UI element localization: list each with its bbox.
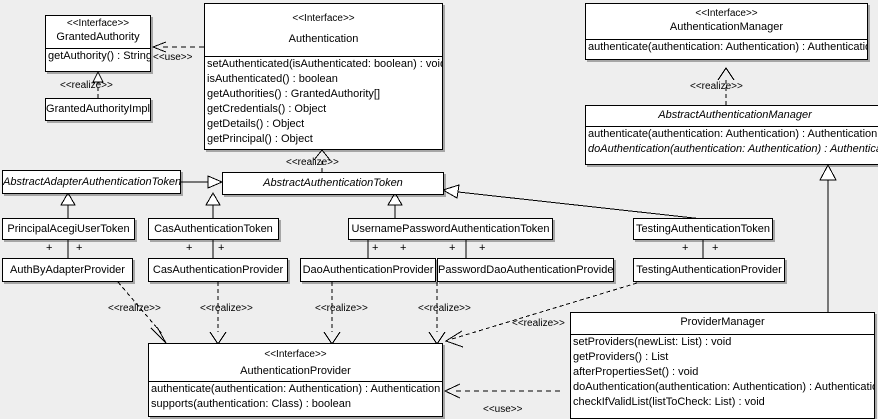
connector-label-realize-auth-by-adapter-provider: <<realize>> (108, 303, 161, 314)
connector-label-realize-testing-authentication-provider: <<realize>> (512, 318, 565, 329)
class-provider-manager[interactable]: ProviderManager setProviders(newList: Li… (570, 312, 875, 419)
class-name-label: Authentication (288, 33, 359, 45)
association-marker: + (186, 242, 193, 254)
member-row: afterPropertiesSet() : void (573, 366, 699, 378)
association-marker: + (400, 242, 407, 254)
connector-label-use-provider-manager: <<use>> (483, 404, 523, 415)
member-row: doAuthentication(authentication: Authent… (588, 143, 878, 155)
stereotype-label: <<Interface>> (695, 8, 758, 19)
member-row: getAuthorities() : GrantedAuthority[] (207, 88, 381, 100)
class-header: <<Interface>> Authentication (205, 4, 442, 56)
class-abstract-authentication-manager[interactable]: AbstractAuthenticationManager authentica… (585, 105, 878, 165)
class-name-label: GrantedAuthority (56, 31, 140, 43)
association-marker: + (449, 242, 456, 254)
association-marker: + (76, 242, 83, 254)
class-header: AbstractAuthenticationManager (586, 106, 878, 126)
compartment-divider (205, 56, 442, 57)
class-testing-authentication-provider[interactable]: TestingAuthenticationProvider (633, 258, 785, 282)
association-marker: + (218, 242, 225, 254)
compartment-divider (149, 381, 442, 382)
member-row: authenticate(authentication: Authenticat… (588, 41, 867, 53)
stereotype-label: <<Interface>> (264, 349, 327, 360)
member-row: authenticate(authentication: Authenticat… (151, 383, 441, 395)
association-marker: + (712, 242, 719, 254)
class-name-label: AuthenticationManager (669, 21, 784, 33)
stereotype-label: <<Interface>> (292, 13, 355, 24)
class-auth-by-adapter-provider[interactable]: AuthByAdapterProvider (2, 258, 133, 282)
member-row: getCredentials() : Object (207, 103, 327, 115)
member-row: authenticate(authentication: Authenticat… (588, 128, 878, 140)
compartment-divider (586, 39, 867, 40)
class-authentication-manager[interactable]: <<Interface>> AuthenticationManager auth… (585, 3, 868, 60)
member-row: checkIfValidList(listToCheck: List) : vo… (573, 396, 765, 408)
class-granted-authority-impl[interactable]: GrantedAuthorityImpl (45, 98, 151, 121)
class-abstract-authentication-token[interactable]: AbstractAuthenticationToken (222, 172, 444, 195)
class-header: <<Interface>> AuthenticationProvider (149, 344, 442, 381)
class-username-password-authentication-token[interactable]: UsernamePasswordAuthenticationToken (348, 218, 553, 240)
members-compartment: authenticate(authentication: Authenticat… (586, 127, 878, 157)
members-compartment: getAuthority() : String (46, 49, 150, 64)
class-cas-authentication-token[interactable]: CasAuthenticationToken (148, 218, 279, 240)
members-compartment: setAuthenticated(isAuthenticated: boolea… (205, 57, 442, 147)
member-row: supports(authentication: Class) : boolea… (151, 398, 351, 410)
connector-label-use-granted-authority: <<use>> (153, 52, 193, 63)
class-password-dao-authentication-provider[interactable]: PasswordDaoAuthenticationProvider (437, 258, 614, 282)
association-marker: + (372, 242, 379, 254)
compartment-divider (586, 126, 878, 127)
connector-label-realize-dao-authentication-provider: <<realize>> (315, 303, 368, 314)
member-row: setAuthenticated(isAuthenticated: boolea… (207, 58, 442, 70)
class-name-label: AuthenticationProvider (240, 365, 351, 377)
class-name-label: ProviderManager (680, 316, 765, 328)
member-row: setProviders(newList: List) : void (573, 336, 732, 348)
member-row: getAuthority() : String (48, 50, 150, 62)
class-dao-authentication-provider[interactable]: DaoAuthenticationProvider (300, 258, 436, 282)
class-authentication-provider[interactable]: <<Interface>> AuthenticationProvider aut… (148, 343, 443, 417)
member-row: doAuthentication(authentication: Authent… (573, 381, 874, 393)
connector-label-realize-abstract-authentication-manager: <<realize>> (690, 81, 743, 92)
class-header: <<Interface>> AuthenticationManager (586, 4, 867, 39)
stereotype-label: <<Interface>> (66, 18, 130, 29)
member-row: getDetails() : Object (207, 118, 305, 130)
compartment-divider (46, 48, 150, 49)
members-compartment: authenticate(authentication: Authenticat… (149, 382, 442, 412)
connector-label-realize-password-dao-authentication-provider: <<realize>> (418, 303, 471, 314)
association-marker: + (46, 242, 53, 254)
class-header: ProviderManager (571, 313, 874, 334)
class-cas-authentication-provider[interactable]: CasAuthenticationProvider (148, 258, 288, 282)
class-abstract-adapter-authentication-token[interactable]: AbstractAdapterAuthenticationToken (2, 170, 181, 194)
connector-label-realize-abstract-authentication-token: <<realize>> (286, 157, 339, 168)
connector-label-realize-cas-authentication-provider: <<realize>> (200, 303, 253, 314)
compartment-divider (571, 334, 874, 335)
class-principal-acegi-user-token[interactable]: PrincipalAcegiUserToken (2, 218, 135, 240)
association-marker: + (682, 242, 689, 254)
class-header: <<Interface>> GrantedAuthority (46, 16, 150, 48)
association-marker: + (479, 242, 486, 254)
connector-label-realize-granted-authority-impl: <<realize>> (60, 80, 113, 91)
members-compartment: setProviders(newList: List) : void getPr… (571, 335, 874, 410)
member-row: getProviders() : List (573, 351, 669, 363)
class-granted-authority[interactable]: <<Interface>> GrantedAuthority getAuthor… (45, 15, 151, 72)
member-row: getPrincipal() : Object (207, 133, 313, 145)
class-testing-authentication-token[interactable]: TestingAuthenticationToken (633, 218, 773, 240)
class-authentication[interactable]: <<Interface>> Authentication setAuthenti… (204, 3, 443, 150)
member-row: isAuthenticated() : boolean (207, 73, 338, 85)
class-name-label: AbstractAuthenticationManager (658, 109, 812, 121)
members-compartment: authenticate(authentication: Authenticat… (586, 40, 867, 55)
